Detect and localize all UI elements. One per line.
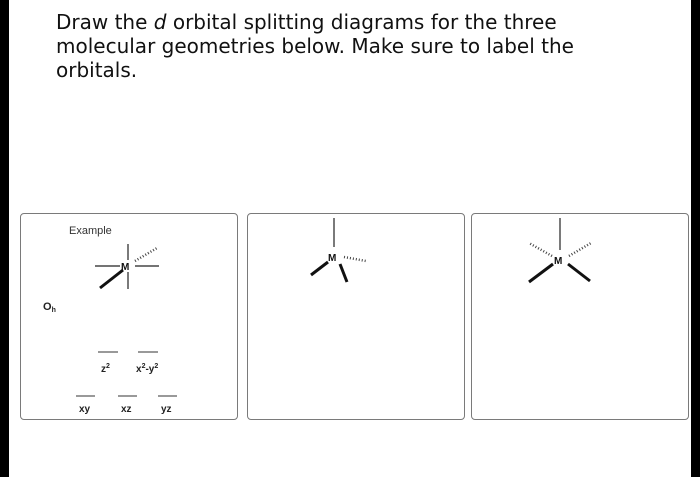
hash-bond (134, 246, 158, 263)
geometry-panel-2: M (247, 213, 465, 420)
z2-base: z (101, 364, 106, 375)
orbital-label-x2-y2: x2-y2 (136, 363, 158, 375)
orbital-label-yz: yz (161, 404, 172, 415)
hash-bond-left (528, 241, 553, 258)
question-text: Draw the d orbital splitting diagrams fo… (56, 10, 616, 82)
orbital-label-xz: xz (121, 404, 132, 415)
wedge-bond (99, 268, 124, 290)
question-italic-d: d (153, 10, 167, 34)
wedge-bond-right (567, 262, 591, 283)
orbital-label-xy: xy (79, 404, 91, 415)
x2y2-base: x (136, 364, 142, 375)
hash-bond (343, 255, 367, 263)
left-border (0, 0, 9, 477)
molecule-diagram-3: M (528, 218, 592, 284)
metal-label: M (328, 253, 336, 264)
question-part-2: orbital splitting diagrams for the three… (56, 10, 574, 82)
octahedral-diagram: Example M Oh z2 x2-y2 xy xz yz (43, 225, 177, 415)
molecule-diagram-2: M (310, 218, 367, 283)
x2y2-sup1: 2 (142, 363, 146, 370)
metal-label: M (554, 256, 562, 267)
orbital-label-z2: z2 (101, 363, 110, 375)
geometry-panel-3: M (471, 213, 689, 420)
wedge-bond-left (310, 260, 329, 277)
x2y2-mid: -y (145, 364, 154, 375)
x2y2-sup2: 2 (154, 363, 158, 370)
point-group-subscript: h (52, 307, 56, 314)
wedge-bond-left (528, 262, 554, 284)
question-part-1: Draw the (56, 10, 154, 34)
example-title: Example (69, 225, 112, 237)
example-panel: Example M Oh z2 x2-y2 xy xz yz (20, 213, 238, 420)
metal-label: M (121, 262, 129, 273)
hash-bond-right (568, 241, 592, 258)
wedge-bond-right (338, 263, 349, 283)
z2-sup: 2 (106, 363, 110, 370)
point-group-letter: O (43, 301, 52, 313)
point-group-label: Oh (43, 301, 56, 314)
right-border (691, 0, 700, 477)
